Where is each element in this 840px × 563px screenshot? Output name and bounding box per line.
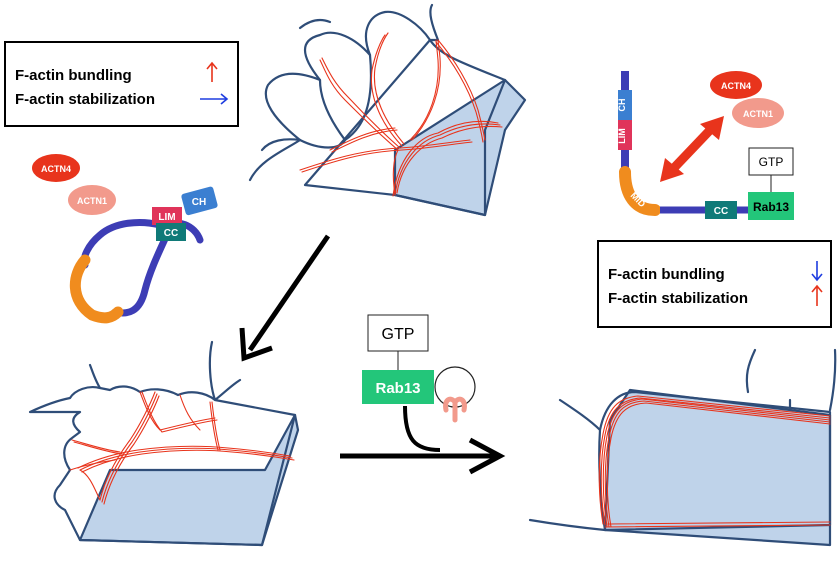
gtp-box-center: [367, 314, 429, 352]
gtp-box-right: [748, 147, 794, 176]
bidirectional-arrow-head-b: [700, 116, 724, 140]
rab13-label-center: Rab13: [375, 380, 420, 397]
rab13-label-right: Rab13: [753, 200, 789, 214]
actinin-open-conformation: ACTN4 ACTN1 CH LIM MID CC Rab13 GTP: [617, 71, 794, 220]
rab13-center-module: GTP Rab13: [362, 314, 476, 452]
cc-box-right: [705, 201, 737, 219]
ch-box-left: [181, 186, 218, 216]
actn4-left-label: ACTN4: [41, 164, 71, 174]
bidirectional-arrow-head-a: [660, 158, 684, 182]
up-red-arrow-icon: [811, 284, 823, 306]
mid-domain-left: [69, 254, 124, 324]
actin-cortical-bottom-right: [598, 395, 831, 528]
actin-bundles-bottom-left: [69, 391, 295, 505]
cell-top-lobe-3: [260, 138, 302, 152]
mid-domain-right: [619, 166, 661, 216]
up-red-arrow-icon: [206, 61, 218, 82]
legend-right: F-actin bundling F-actin stabilization: [597, 240, 832, 328]
mical-effector-icon: [443, 396, 467, 423]
down-blue-arrow-icon: [811, 261, 823, 282]
bidirectional-arrow-shaft: [668, 124, 716, 174]
cc-box-left: [156, 223, 186, 241]
legend-top-left-bundling: F-actin bundling: [15, 67, 132, 84]
actinin-closed-conformation: ACTN4 ACTN1 MID LIM CH CC: [32, 154, 218, 324]
right-blue-arrow-icon: [200, 93, 229, 105]
cell-top-lobe-1: [298, 78, 347, 149]
legend-right-frame: [597, 240, 832, 328]
cell-top-side-face: [393, 78, 527, 217]
cell-bottom-right: [528, 348, 837, 547]
lim-box-right: [618, 120, 632, 150]
actin-bundles-top: [299, 32, 503, 197]
curved-connector: [403, 405, 441, 452]
gtp-label-center: GTP: [382, 326, 415, 343]
cell-top-tip: [298, 18, 332, 30]
cell-top-bundled: [248, 3, 527, 217]
legend-right-stabilization: F-actin stabilization: [608, 290, 748, 307]
arrow-head-horizontal: [468, 437, 506, 475]
lim-label-left: LIM: [158, 212, 175, 223]
gtp-label-right: GTP: [759, 155, 784, 169]
ch-box-right: [618, 90, 632, 120]
actn1-left-label: ACTN1: [77, 196, 107, 206]
legend-top-left-stabilization: F-actin stabilization: [15, 91, 155, 108]
arrow-top-to-bottom-left: [247, 234, 331, 352]
rab13-box-right: [748, 192, 794, 220]
rab13-box-center: [362, 370, 434, 404]
lim-label-right: LIM: [617, 128, 627, 144]
cell-bottom-right-outline: [558, 348, 837, 532]
actn1-left-ellipse: [68, 185, 116, 215]
lim-box-left: [152, 207, 182, 225]
linker-right-mid: [621, 150, 629, 170]
actn4-right-label: ACTN4: [721, 81, 751, 91]
legend-top-left: F-actin bundling F-actin stabilization: [4, 41, 239, 127]
cell-bottom-right-face: [603, 388, 832, 547]
cc-label-left: CC: [164, 228, 178, 239]
legend-right-bundling: F-actin bundling: [608, 266, 725, 283]
ch-label-left: CH: [192, 197, 206, 208]
actn1-right-ellipse: [732, 98, 784, 128]
cc-label-right: CC: [714, 206, 728, 217]
ch-label-right: CH: [617, 99, 627, 112]
actn4-right-ellipse: [710, 71, 762, 99]
actn4-left-ellipse: [32, 154, 80, 182]
legend-top-left-frame: [4, 41, 239, 127]
cell-bottom-left: [28, 340, 300, 547]
actn1-right-label: ACTN1: [743, 109, 773, 119]
linker-right-top: [621, 71, 629, 91]
arrow-head-top-to-bottom-left: [239, 327, 273, 362]
cell-bottom-left-outline: [28, 340, 297, 547]
cell-bottom-right-edge: [528, 518, 607, 532]
